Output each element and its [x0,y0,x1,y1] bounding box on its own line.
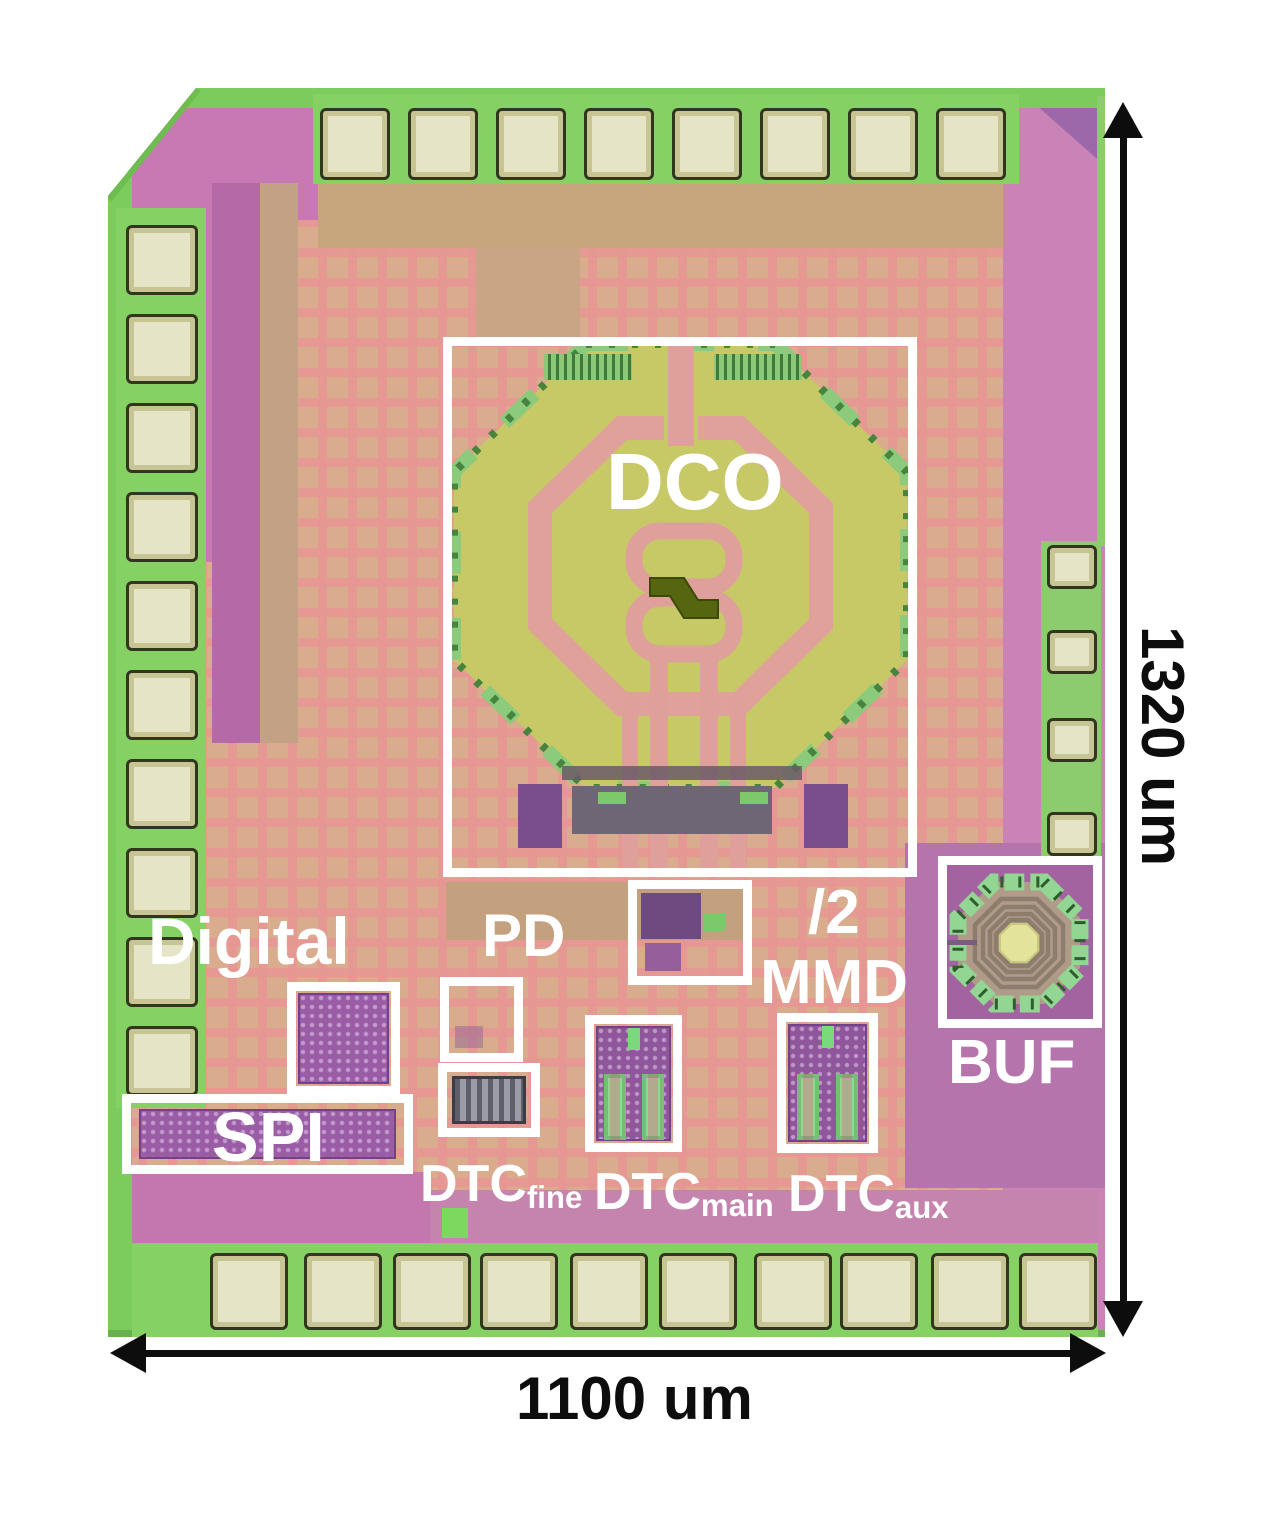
bond-pad [1047,545,1097,589]
chip-die-photo: DCO Digital PD SPI /2 MMD BUF DTCfine DT… [108,88,1105,1337]
bond-pad [126,759,198,829]
bond-pad [126,403,198,473]
die-region-tan-band [318,184,1020,248]
spi-logic-block [139,1109,396,1159]
div2-circuit-lower [645,943,681,971]
bond-pad [126,670,198,740]
die-label-dtc-aux: DTCaux [788,1165,949,1225]
horizontal-dimension-label: 1100 um [516,1365,753,1432]
bond-pad [304,1253,382,1330]
die-label-dtc-main: DTCmain [594,1163,774,1223]
bond-pad [393,1253,471,1330]
bond-pad [848,108,918,180]
bond-pad [570,1253,648,1330]
bond-pad [754,1253,832,1330]
bond-pad [408,108,478,180]
die-region-tan-strip [476,248,580,340]
bond-pad [1047,718,1097,762]
bond-pad [936,108,1006,180]
bond-pad [126,937,198,1007]
die-label-digital: Digital [148,904,350,978]
dtc-fine-base: DTC [420,1155,527,1213]
bond-pad [126,1026,198,1096]
dtc-main-sub: main [700,1187,774,1223]
pd-outline-box [440,977,523,1062]
dtc-fine-outline-box [438,1063,540,1137]
dco-outline-box [443,337,917,877]
dtc-main-bar-right [642,1074,664,1140]
bond-pad [126,848,198,918]
bond-pad [1047,812,1097,856]
div2-outline-box [628,880,752,985]
bond-pad [1047,630,1097,674]
vertical-dimension-line [1120,134,1127,1306]
bond-pad [760,108,830,180]
bond-pad [840,1253,918,1330]
bond-pad [672,108,742,180]
die-label-div2: /2 [808,878,860,947]
dtc-main-outline-box [585,1015,682,1152]
vertical-dimension-label: 1320 um [1129,626,1196,867]
dco-inductor-graphic [452,346,908,868]
horizontal-dimension-arrow-left [110,1333,146,1373]
vertical-dimension-arrow-bottom [1103,1301,1143,1337]
bond-pad [126,492,198,562]
die-region-tan-column [260,183,298,743]
bond-pad [210,1253,288,1330]
vertical-dimension-arrow-top [1103,102,1143,138]
die-region-stripe-column [212,183,260,743]
dtc-main-tab [628,1028,640,1050]
die-label-mmd: MMD [760,948,909,1017]
bond-pad [496,108,566,180]
die-label-dco: DCO [606,437,784,526]
die-label-buf: BUF [948,1028,1076,1097]
die-region-green-accent [442,1208,468,1238]
dtc-aux-base: DTC [788,1165,895,1223]
bond-pad [126,314,198,384]
buf-outline-box [938,856,1102,1028]
bond-pad [931,1253,1009,1330]
die-label-spi: SPI [212,1098,325,1176]
bond-pad [126,225,198,295]
digital-outline-box [287,982,400,1095]
spi-outline-box [122,1094,413,1174]
dtc-main-bar-left [604,1074,626,1140]
die-label-pd: PD [482,902,566,969]
div2-green-cell [703,913,725,931]
die-region-bottom-left [118,1172,430,1250]
buf-inductor-graphic [947,865,1093,1019]
dtc-aux-outline-box [777,1013,878,1153]
dtc-fine-array [452,1076,526,1124]
dtc-aux-sub: aux [894,1189,949,1225]
dtc-aux-bar-left [797,1074,819,1140]
bond-pad [320,108,390,180]
bond-pad [659,1253,737,1330]
bond-pad [584,108,654,180]
die-label-dtc-fine: DTCfine [420,1155,583,1215]
bond-pad-layer [108,88,1105,1337]
div2-circuit [641,893,701,939]
digital-logic-block [298,993,389,1084]
dtc-main-base: DTC [594,1163,701,1221]
pad-ring-right-edge [1097,96,1105,546]
dtc-fine-sub: fine [526,1179,583,1215]
horizontal-dimension-line [142,1350,1074,1357]
bond-pad [1019,1253,1097,1330]
dtc-aux-tab [822,1026,834,1048]
bond-pad [480,1253,558,1330]
horizontal-dimension-arrow-right [1070,1333,1106,1373]
bond-pad [126,581,198,651]
dtc-aux-bar-right [836,1074,858,1140]
pd-circuit-blob [455,1026,483,1048]
